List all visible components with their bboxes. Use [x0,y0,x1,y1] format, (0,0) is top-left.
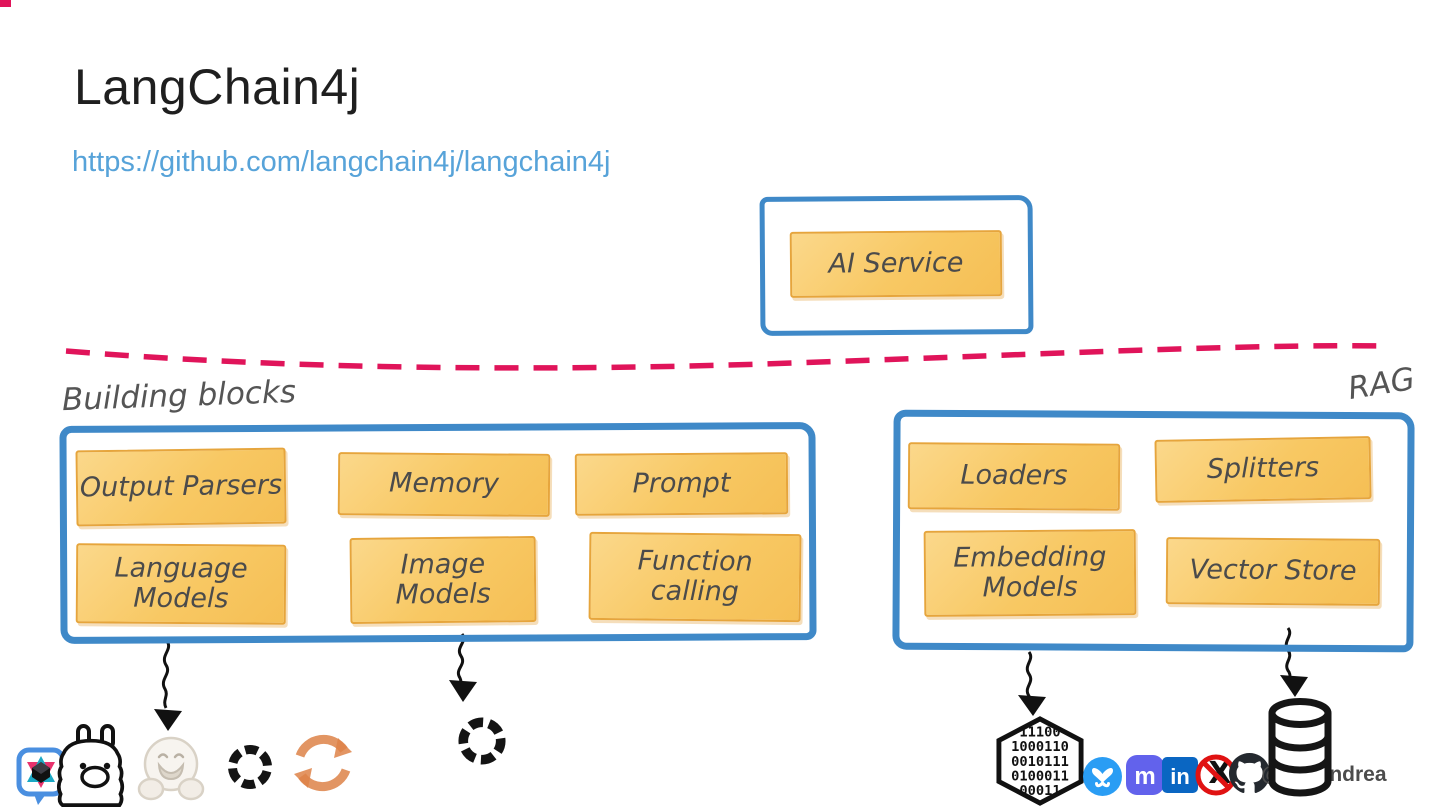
box-label: Language Models [114,552,248,615]
binary-row: 11100 [1019,725,1060,741]
box-vector-store: Vector Store [1165,537,1381,606]
box-label: Vector Store [1189,554,1357,588]
github-repo-link[interactable]: https://github.com/langchain4j/langchain… [72,146,611,178]
binary-row: 0100011 [1011,769,1069,785]
github-icon[interactable] [1229,753,1270,794]
box-label: Embedding Models [953,541,1107,604]
binary-hexagon-icon: 11100 1000110 0010111 0100011 00011 [994,716,1086,806]
building-blocks-label: Building blocks [61,373,297,419]
box-label: Output Parsers [79,469,283,504]
box-label: Splitters [1206,452,1320,486]
box-label: Prompt [632,467,731,500]
ollama-logo-icon [54,724,136,810]
binary-row: 1000110 [1011,739,1069,755]
box-prompt: Prompt [574,452,789,516]
binary-row: 00011 [1019,783,1060,799]
box-loaders: Loaders [907,442,1121,511]
linkedin-icon[interactable]: in [1162,757,1198,793]
huggingface-logo-icon [134,732,208,806]
box-output-parsers: Output Parsers [75,447,287,527]
box-splitters: Splitters [1154,436,1372,503]
box-image-models: Image Models [349,536,537,624]
openai-logo-icon [451,710,513,772]
box-label: Function calling [637,545,753,608]
box-embedding-models: Embedding Models [923,529,1137,617]
jlama-logo-icon [16,747,66,805]
database-icon [1266,698,1334,798]
corner-logo-fragment [0,0,11,7]
box-label: Memory [388,467,500,500]
rag-label: RAG [1345,360,1418,408]
linkedin-glyph: in [1170,764,1190,789]
page-title: LangChain4j [74,59,361,115]
red-dashed-divider [65,342,1383,371]
openai-logo-icon [221,738,279,796]
binary-row: 0010111 [1011,754,1069,770]
ai-service-box: AI Service [789,230,1003,298]
box-label: Loaders [960,460,1068,492]
box-function-calling: Function calling [588,531,802,623]
box-language-models: Language Models [75,543,287,625]
mastodon-glyph: m [1134,763,1155,790]
box-label: Image Models [395,548,491,611]
arrowheads [154,675,1308,731]
box-memory: Memory [337,452,551,517]
ai-service-label: AI Service [828,247,964,280]
mastodon-icon[interactable]: m [1126,755,1164,795]
bluesky-icon[interactable] [1083,757,1122,796]
sync-arrows-icon [286,726,360,800]
